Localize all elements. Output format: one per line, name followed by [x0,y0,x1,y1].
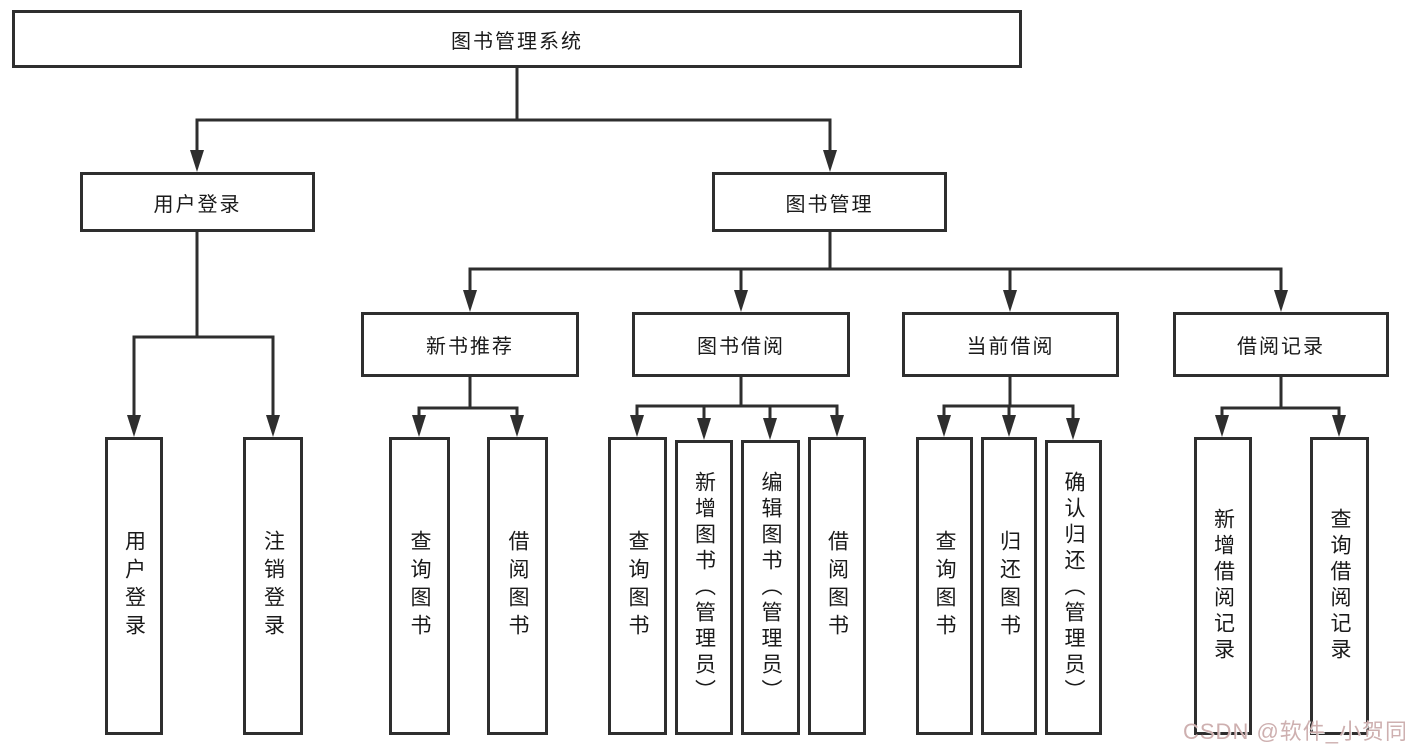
node-book-borrowing: 图书借阅 [632,312,850,377]
leaf-borrow-books-borrow: 借阅图书 [808,437,866,735]
leaf-confirm-return-admin: 确认归还（管理员） [1045,440,1102,735]
node-user-login: 用户登录 [80,172,315,232]
node-library-management-system: 图书管理系统 [12,10,1022,68]
node-borrowing-records: 借阅记录 [1173,312,1389,377]
connector-newbook-to-leaves [412,377,524,437]
leaf-add-book-admin: 新增图书（管理员） [675,440,733,735]
connector-root-to-level1 [190,68,837,172]
connector-bookmgmt-to-level2 [463,232,1288,312]
leaf-add-borrow-record: 新增借阅记录 [1194,437,1252,735]
leaf-query-books-borrow: 查询图书 [608,437,667,735]
connector-records-to-leaves [1215,377,1346,437]
csdn-watermark: CSDN @软件_小贺同学 [1183,719,1405,744]
connector-current-to-leaves [937,377,1080,440]
leaf-query-borrow-record: 查询借阅记录 [1310,437,1369,735]
node-book-management: 图书管理 [712,172,947,232]
leaf-edit-book-admin: 编辑图书（管理员） [741,440,800,735]
leaf-query-books-newbook: 查询图书 [389,437,450,735]
leaf-user-login: 用户登录 [105,437,163,735]
node-current-borrowing: 当前借阅 [902,312,1119,377]
connector-userlogin-to-leaves [127,232,280,437]
leaf-logout: 注销登录 [243,437,303,735]
leaf-return-book: 归还图书 [981,437,1037,735]
connector-borrow-to-leaves [630,377,844,440]
leaf-query-books-current: 查询图书 [916,437,973,735]
leaf-borrow-books-newbook: 借阅图书 [487,437,548,735]
node-new-book-recommendation: 新书推荐 [361,312,579,377]
